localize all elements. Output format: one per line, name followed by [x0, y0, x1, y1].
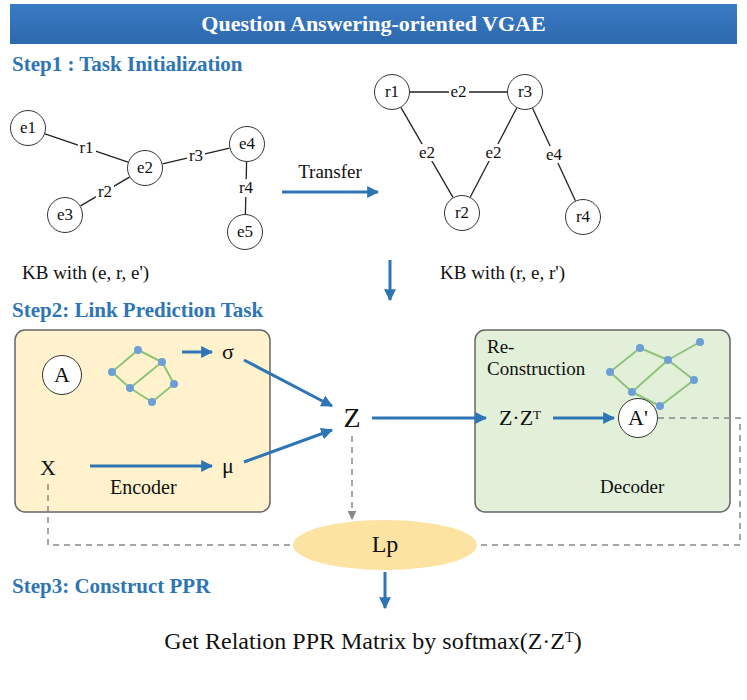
- graph-dots: [108, 346, 178, 406]
- node-text: A: [54, 362, 70, 387]
- transfer-arrow: [282, 191, 378, 194]
- flow-arrow: [372, 417, 486, 420]
- decoder-panel: [475, 330, 730, 512]
- graph-edge: [45, 134, 128, 162]
- symbol-label: Z·Zᵀ: [499, 405, 541, 430]
- node-text: Re- Construction: [487, 336, 587, 380]
- entity-circle: e2: [127, 150, 163, 186]
- step-heading: Step3: Construct PPR: [12, 574, 210, 598]
- node-text: e5: [237, 222, 253, 242]
- relation-circle: r2: [444, 195, 480, 231]
- symbol-label: σ: [222, 339, 234, 364]
- matrix-circle: A': [618, 398, 658, 438]
- graph-edge: [533, 108, 576, 200]
- symbol-label: X: [40, 455, 56, 480]
- edge-label: r1: [77, 139, 95, 157]
- relation-circle: r4: [565, 199, 601, 235]
- dashed-line: [351, 436, 353, 519]
- loss-ellipse: Lp: [293, 520, 477, 570]
- flow-arrow: [244, 360, 332, 406]
- node-text: Decoder: [600, 476, 664, 498]
- edge-label: r3: [187, 147, 205, 165]
- node-text: Encoder: [110, 476, 177, 499]
- node-text: r2: [455, 203, 469, 223]
- edge-label: e2: [448, 83, 468, 101]
- graph-icon: [112, 350, 174, 402]
- node-text: r4: [576, 207, 590, 227]
- node-text: r1: [385, 82, 399, 102]
- flow-arrow: [244, 430, 332, 462]
- flow-arrow: [553, 417, 614, 420]
- symbol-label: Z: [343, 402, 360, 434]
- graph-icon: [610, 342, 700, 406]
- flow-arrow: [182, 351, 212, 354]
- edge-label: e2: [483, 144, 503, 162]
- edge-label: e2: [417, 144, 437, 162]
- node-text: Lp: [372, 531, 399, 559]
- graph-edge: [401, 108, 453, 198]
- step-heading: Step2: Link Prediction Task: [12, 298, 263, 322]
- node-text: e3: [57, 205, 73, 225]
- entity-circle: e4: [229, 126, 265, 162]
- edge-label: r2: [96, 183, 114, 201]
- symbol-label: μ: [222, 453, 234, 478]
- relation-circle: r3: [507, 74, 543, 110]
- graph-edge: [470, 108, 516, 197]
- graph-edge: [81, 177, 130, 206]
- flow-arrow: [384, 572, 387, 608]
- down-arrow: [389, 260, 392, 300]
- dashed-connector: [477, 418, 740, 545]
- edge-label: r4: [237, 179, 255, 197]
- graph-caption: KB with (e, r, e'): [22, 262, 149, 284]
- node-text: r3: [518, 82, 532, 102]
- edge-label: e4: [544, 146, 564, 164]
- formula-caption: Get Relation PPR Matrix by softmax(Z·Zᵀ): [164, 628, 581, 656]
- arrow-label: Transfer: [298, 161, 362, 183]
- matrix-circle: A: [42, 355, 82, 395]
- node-text: A': [628, 405, 648, 430]
- relation-circle: r1: [374, 74, 410, 110]
- node-text: e1: [20, 118, 36, 138]
- step-heading: Step1 : Task Initialization: [12, 52, 242, 76]
- entity-circle: e3: [47, 197, 83, 233]
- entity-circle: e1: [10, 110, 46, 146]
- title-band: Question Answering-oriented VGAE: [10, 4, 737, 44]
- graph-dots: [606, 338, 704, 410]
- entity-circle: e5: [227, 214, 263, 250]
- flow-arrow: [90, 465, 212, 468]
- node-text: e4: [239, 134, 255, 154]
- graph-caption: KB with (r, e, r'): [440, 262, 565, 284]
- node-text: e2: [137, 158, 153, 178]
- encoder-panel: [15, 330, 270, 512]
